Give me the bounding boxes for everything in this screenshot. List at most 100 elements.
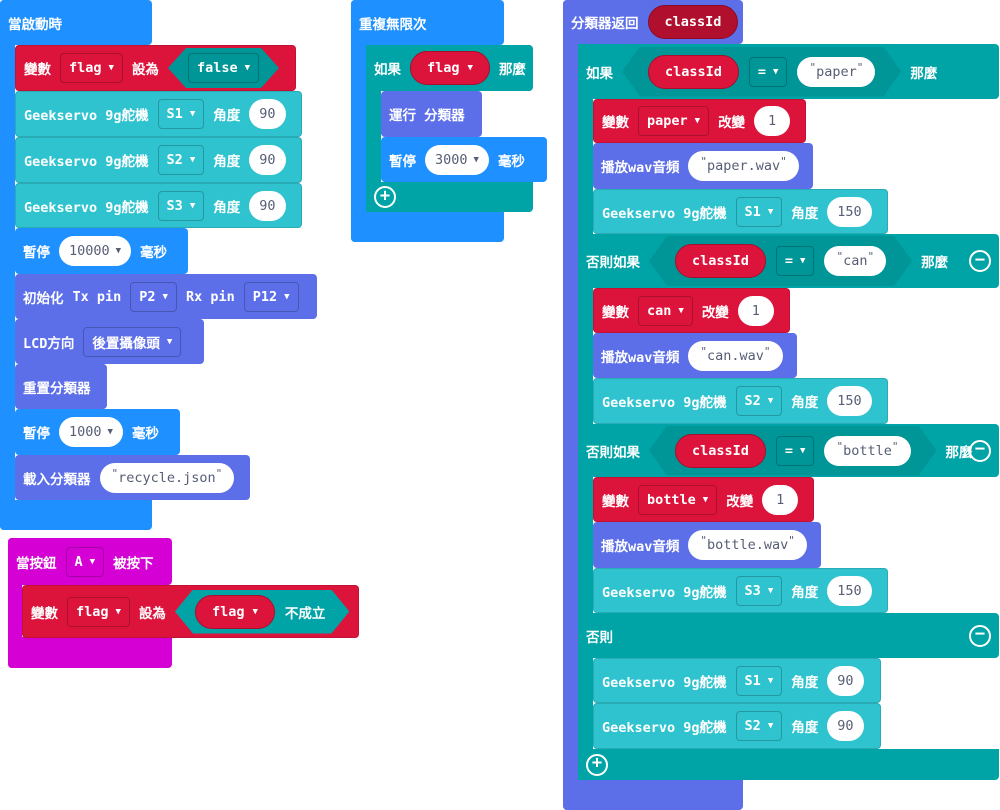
init-block[interactable]: 初始化 Tx pin P2▼ Rx pin P12▼ (15, 274, 317, 319)
set-flag-block[interactable]: 變數 flag▼ 設為 flag▼ 不成立 (22, 585, 359, 638)
tx-dropdown[interactable]: P2▼ (130, 281, 177, 312)
variable-dropdown[interactable]: can▼ (638, 295, 693, 326)
compare-block[interactable]: classId =▼ paper (622, 47, 901, 97)
value-input[interactable]: paper (797, 57, 875, 87)
value-input[interactable]: can (824, 246, 886, 276)
servo-block[interactable]: Geekservo 9g舵機 S1▼ 角度 90 (593, 658, 881, 703)
reset-classifier-block[interactable]: 重置分類器 (15, 364, 107, 409)
operator-dropdown[interactable]: =▼ (776, 246, 815, 276)
angle-label: 角度 (213, 199, 241, 216)
servo-block[interactable]: Geekservo 9g舵機 S1▼ 角度 150 (593, 189, 888, 234)
run-classifier-block[interactable]: 運行 分類器 (381, 91, 482, 137)
classid-param[interactable]: classId (647, 5, 739, 39)
ms-dropdown[interactable]: 3000▼ (425, 144, 489, 175)
classid-variable[interactable]: classId (648, 55, 739, 89)
angle-input[interactable]: 150 (827, 575, 872, 606)
change-variable-block[interactable]: 變數 bottle▼ 改變 1 (593, 477, 814, 522)
pause-block[interactable]: 暫停 10000▼ 毫秒 (15, 228, 188, 274)
port-dropdown[interactable]: S1▼ (157, 99, 205, 129)
variable-dropdown[interactable]: bottle▼ (638, 484, 718, 515)
servo-block[interactable]: Geekservo 9g舵機 S3▼ 角度 90 (15, 183, 302, 228)
port-dropdown[interactable]: S1▼ (735, 665, 783, 696)
else-if-branch-header[interactable]: 否則如果 classId =▼ can 那麼 − (578, 234, 999, 288)
forever-block[interactable]: 重複無限次 (351, 0, 504, 45)
servo-block[interactable]: Geekservo 9g舵機 S3▼ 角度 150 (593, 568, 888, 613)
servo-block[interactable]: Geekservo 9g舵機 S2▼ 角度 90 (593, 703, 881, 749)
on-start-block[interactable]: 當啟動時 (0, 0, 152, 45)
angle-input[interactable]: 90 (249, 190, 286, 221)
not-block[interactable]: flag▼ 不成立 (175, 590, 349, 634)
angle-input[interactable]: 150 (827, 386, 872, 416)
minus-icon[interactable]: − (969, 250, 991, 272)
plus-icon[interactable]: + (374, 186, 396, 208)
classid-variable[interactable]: classId (675, 434, 766, 468)
lcd-direction-block[interactable]: LCD方向 後置攝像頭▼ (15, 319, 204, 364)
change-variable-block[interactable]: 變數 paper▼ 改變 1 (593, 99, 806, 143)
then-label: 那麼 (498, 62, 526, 78)
port-dropdown[interactable]: S3▼ (735, 575, 783, 606)
else-if-branch-header[interactable]: 否則如果 classId =▼ bottle 那麼 − (578, 424, 999, 477)
compare-block[interactable]: classId =▼ can (649, 236, 912, 286)
operator-dropdown[interactable]: =▼ (776, 436, 815, 466)
load-classifier-block[interactable]: 載入分類器 recycle.json (15, 455, 250, 500)
angle-label: 角度 (791, 720, 819, 736)
else-branch-header[interactable]: 否則 − (578, 613, 999, 658)
operator-dropdown[interactable]: =▼ (749, 57, 788, 87)
plus-icon[interactable]: + (586, 753, 608, 776)
then-label: 那麼 (921, 255, 949, 271)
not-label: 不成立 (284, 605, 326, 622)
angle-input[interactable]: 90 (827, 711, 864, 741)
lcd-dropdown[interactable]: 後置攝像頭▼ (83, 326, 182, 357)
port-dropdown[interactable]: S2▼ (735, 386, 783, 416)
boolean-value[interactable]: false▼ (168, 48, 279, 88)
on-start-label: 當啟動時 (8, 16, 62, 33)
file-input[interactable]: recycle.json (99, 462, 235, 493)
variable-dropdown[interactable]: paper▼ (638, 106, 710, 136)
rx-dropdown[interactable]: P12▼ (243, 281, 299, 312)
file-input[interactable]: paper.wav (688, 151, 799, 181)
pause-block[interactable]: 暫停 1000▼ 毫秒 (15, 409, 180, 455)
change-variable-block[interactable]: 變數 can▼ 改變 1 (593, 288, 790, 333)
on-button-pressed-block[interactable]: 當按鈕 A▼ 被按下 (8, 538, 172, 585)
if-branch-header[interactable]: 如果 classId =▼ paper 那麼 (578, 44, 999, 99)
angle-input[interactable]: 90 (249, 99, 286, 129)
variable-dropdown[interactable]: flag▼ (67, 596, 130, 627)
angle-input[interactable]: 90 (827, 665, 864, 696)
classifier-return-block[interactable]: 分類器返回 classId (563, 0, 743, 44)
play-label: 播放wav音頻 (601, 539, 680, 555)
port-dropdown[interactable]: S2▼ (157, 145, 205, 175)
if-block[interactable]: 如果 flag▼ 那麼 (366, 45, 533, 91)
play-wav-block[interactable]: 播放wav音頻 can.wav (593, 333, 797, 378)
flag-variable[interactable]: flag▼ (410, 51, 490, 85)
button-dropdown[interactable]: A▼ (65, 546, 105, 577)
on-start-footer (0, 500, 152, 530)
classid-variable[interactable]: classId (675, 244, 766, 278)
file-input[interactable]: can.wav (688, 340, 783, 371)
port-dropdown[interactable]: S2▼ (735, 711, 783, 741)
servo-block[interactable]: Geekservo 9g舵機 S1▼ 角度 90 (15, 91, 302, 137)
flag-variable[interactable]: flag▼ (195, 595, 275, 629)
minus-icon[interactable]: − (969, 624, 991, 647)
set-flag-block[interactable]: 變數 flag▼ 設為 false▼ (15, 45, 296, 91)
file-input[interactable]: bottle.wav (688, 530, 807, 560)
angle-input[interactable]: 90 (249, 145, 286, 175)
servo-block[interactable]: Geekservo 9g舵機 S2▼ 角度 90 (15, 137, 302, 183)
amount-input[interactable]: 1 (754, 106, 791, 136)
play-wav-block[interactable]: 播放wav音頻 paper.wav (593, 143, 813, 189)
port-dropdown[interactable]: S1▼ (735, 196, 783, 227)
minus-icon[interactable]: − (969, 439, 991, 462)
pause-label: 暫停 (23, 426, 50, 442)
port-dropdown[interactable]: S3▼ (157, 190, 205, 221)
play-wav-block[interactable]: 播放wav音頻 bottle.wav (593, 522, 821, 568)
amount-input[interactable]: 1 (762, 484, 799, 515)
value-input[interactable]: bottle (824, 436, 910, 466)
angle-label: 角度 (791, 584, 819, 601)
compare-block[interactable]: classId =▼ bottle (649, 426, 937, 476)
pause-block[interactable]: 暫停 3000▼ 毫秒 (381, 137, 547, 182)
angle-input[interactable]: 150 (827, 196, 872, 227)
amount-input[interactable]: 1 (737, 295, 774, 326)
ms-dropdown[interactable]: 1000▼ (59, 417, 123, 447)
ms-dropdown[interactable]: 10000▼ (59, 236, 132, 266)
variable-dropdown[interactable]: flag▼ (60, 53, 123, 83)
servo-block[interactable]: Geekservo 9g舵機 S2▼ 角度 150 (593, 378, 888, 424)
